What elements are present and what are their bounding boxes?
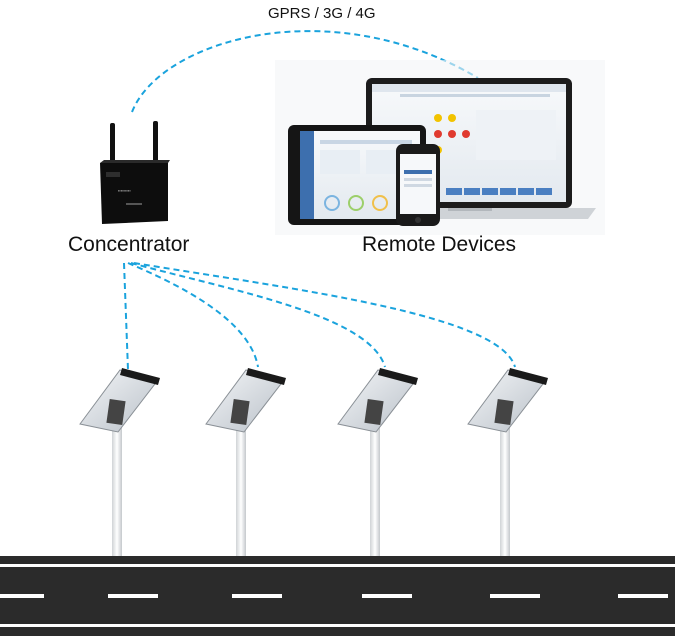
street-light-1 <box>79 368 160 568</box>
street-light-3 <box>337 368 418 568</box>
smartphone-icon <box>396 144 440 226</box>
concentrator-label: Concentrator <box>68 233 190 256</box>
street-light-2 <box>205 368 286 568</box>
remote-devices-illustration <box>275 60 605 235</box>
svg-text:▪▪▪▪▪▪▪▪▪: ▪▪▪▪▪▪▪▪▪ <box>118 188 131 193</box>
street-light-links <box>123 262 516 371</box>
street-light-4 <box>467 368 548 568</box>
road <box>0 556 675 636</box>
lane-markings <box>0 594 668 598</box>
remote-devices-label: Remote Devices <box>362 233 517 256</box>
network-label: GPRS / 3G / 4G <box>268 5 376 22</box>
concentrator-icon: ▪▪▪▪▪▪▪▪▪ <box>100 121 170 224</box>
network-link <box>131 30 479 113</box>
